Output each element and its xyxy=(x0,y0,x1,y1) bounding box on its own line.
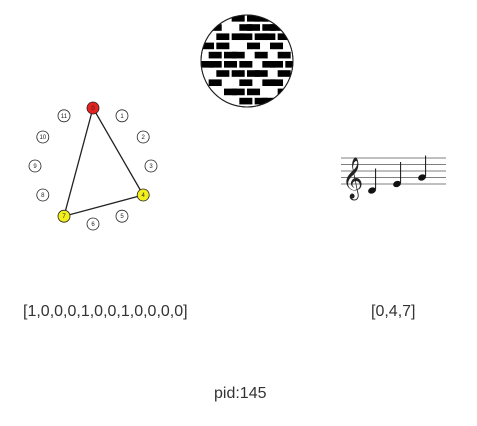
pc-node xyxy=(115,209,129,223)
pc-node-label: 6 xyxy=(91,222,95,228)
pitch-class-clock: 0 1 2 3 4 5 6 7 8 9 10 11 xyxy=(28,101,158,231)
disc-cell xyxy=(262,24,276,31)
disc-cell xyxy=(231,33,245,41)
pc-node xyxy=(36,130,50,144)
disc-cell xyxy=(270,79,284,87)
disc-cell xyxy=(270,42,284,50)
disc-cell xyxy=(277,51,291,59)
disc-cell xyxy=(224,51,238,59)
disc-cell xyxy=(239,97,253,105)
pc-node-label: 4 xyxy=(142,193,146,199)
note-head xyxy=(418,174,426,181)
disc-cell xyxy=(277,88,291,96)
binary-vector-label: [1,0,0,0,1,0,0,1,0,0,0,0] xyxy=(23,303,188,320)
disc-cell xyxy=(224,88,238,96)
disc-cell xyxy=(231,15,245,22)
pc-node xyxy=(115,109,129,123)
disc-cell xyxy=(254,97,268,105)
music-staff: 𝄞 xyxy=(341,155,446,200)
disc-cell xyxy=(239,61,253,68)
pc-node-label: 11 xyxy=(61,114,68,120)
disc-cell xyxy=(239,24,253,31)
disc-cell xyxy=(216,70,230,77)
disc-cell xyxy=(277,70,291,77)
disc-cell xyxy=(208,51,222,59)
pc-node xyxy=(28,159,42,173)
pc-node xyxy=(86,217,100,231)
pattern-disc xyxy=(200,14,294,108)
note-head xyxy=(368,187,376,194)
disc-cell xyxy=(270,24,284,31)
disc-outline xyxy=(200,14,294,108)
pc-node-label: 2 xyxy=(142,135,146,141)
disc-cell xyxy=(201,61,215,68)
note-head xyxy=(393,180,401,188)
disc-cell xyxy=(277,33,291,41)
pc-node xyxy=(86,101,100,115)
pc-node-label: 9 xyxy=(33,164,37,170)
disc-cell xyxy=(224,61,238,68)
disc-cell xyxy=(239,33,253,41)
disc-cell xyxy=(231,70,245,77)
disc-cell xyxy=(247,42,261,50)
pc-node-label: 5 xyxy=(120,214,124,220)
pid-label: pid:145 xyxy=(214,385,267,402)
disc-cell xyxy=(231,51,245,59)
treble-clef: 𝄞 xyxy=(342,157,363,200)
pc-node xyxy=(136,130,150,144)
disc-cell xyxy=(254,70,268,77)
pc-node-label: 3 xyxy=(149,164,153,170)
pc-node xyxy=(144,159,158,173)
pc-node-label: 1 xyxy=(120,114,124,120)
disc-cell xyxy=(254,15,268,22)
disc-cell xyxy=(231,88,245,96)
disc-cell xyxy=(247,15,261,22)
disc-cell xyxy=(239,79,253,87)
disc-cell xyxy=(270,61,284,68)
pc-node-label: 8 xyxy=(41,193,45,199)
disc-cell xyxy=(208,61,222,68)
disc-cell xyxy=(201,42,215,50)
pitch-class-set-label: [0,4,7] xyxy=(371,303,416,320)
pc-node-label: 0 xyxy=(91,106,95,112)
disc-cell xyxy=(262,33,276,41)
disc-cell xyxy=(262,79,276,87)
disc-cell xyxy=(216,42,230,50)
pc-node xyxy=(57,109,71,123)
disc-cell xyxy=(254,33,268,41)
disc-cell xyxy=(216,33,230,41)
pc-node xyxy=(136,188,150,202)
disc-cell xyxy=(285,61,293,68)
disc-cell xyxy=(247,70,261,77)
pc-node xyxy=(36,188,50,202)
disc-cell xyxy=(247,88,261,96)
pc-node-label: 7 xyxy=(62,214,66,220)
pc-node xyxy=(57,209,71,223)
disc-cell xyxy=(208,79,222,87)
disc-cell xyxy=(247,24,261,31)
chord-polygon xyxy=(63,106,145,218)
disc-cell xyxy=(254,51,268,59)
pc-node-label: 10 xyxy=(39,135,46,141)
disc-cell xyxy=(262,61,276,68)
